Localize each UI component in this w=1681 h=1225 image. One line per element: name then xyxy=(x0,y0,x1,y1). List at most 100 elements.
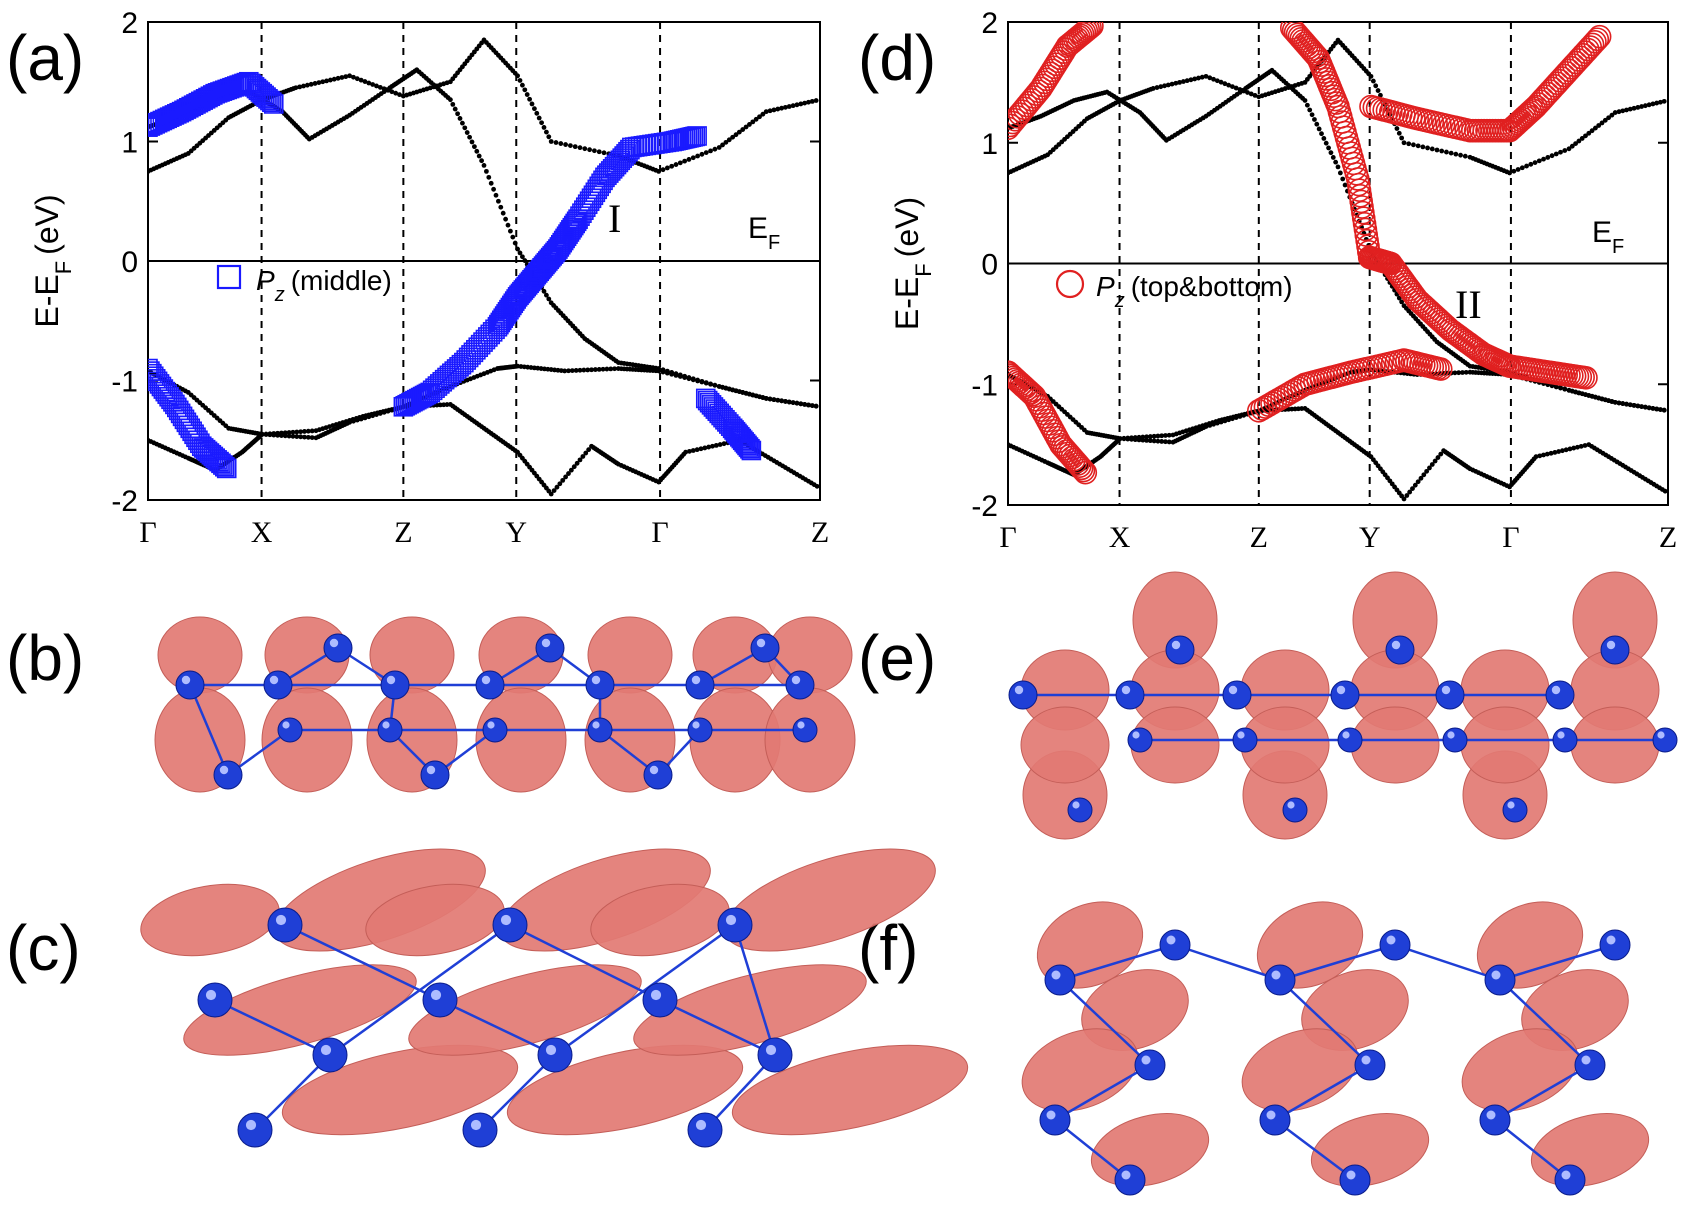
band-point xyxy=(1646,102,1652,108)
band-point xyxy=(505,222,511,228)
band-point xyxy=(1151,438,1157,444)
projection-marker xyxy=(1431,311,1455,336)
atom-sphere xyxy=(323,633,353,663)
band-point xyxy=(806,402,811,408)
bond-line xyxy=(659,998,776,1057)
projection-marker xyxy=(211,453,231,474)
atom-sphere xyxy=(197,982,233,1018)
panel-label-b: (b) xyxy=(6,622,84,694)
x-tick-label: X xyxy=(251,516,273,549)
atom-sphere xyxy=(482,717,508,743)
band-point xyxy=(520,254,525,260)
band-point xyxy=(362,415,368,421)
band-point xyxy=(1158,84,1164,90)
bond-line xyxy=(1394,943,1501,982)
projection-marker xyxy=(1587,24,1612,49)
band-point xyxy=(1214,78,1220,84)
atom-highlight xyxy=(691,675,701,685)
band-point xyxy=(580,454,586,459)
bond-line xyxy=(1054,1119,1131,1181)
legend-marker xyxy=(216,264,242,290)
band-point xyxy=(541,288,547,294)
band-point xyxy=(733,132,739,138)
band-point xyxy=(717,442,723,447)
atom-highlight xyxy=(756,638,766,648)
band-point xyxy=(767,396,773,402)
atom-highlight xyxy=(592,721,600,729)
y-axis-label: E-EF(eV) xyxy=(889,197,936,330)
projection-marker xyxy=(1078,22,1102,40)
bond-line xyxy=(254,1054,331,1131)
projection-marker xyxy=(256,87,276,107)
band-point xyxy=(1576,138,1582,144)
band-point xyxy=(783,399,788,404)
band-point xyxy=(1230,84,1235,90)
band-point xyxy=(1407,489,1413,495)
band-point xyxy=(522,258,528,263)
band-point xyxy=(491,186,496,192)
band-point xyxy=(708,148,713,154)
band-point xyxy=(683,449,688,455)
band-point xyxy=(1302,98,1308,103)
bond-line xyxy=(1274,1063,1371,1122)
band-point xyxy=(798,401,804,407)
orbital-lobe xyxy=(261,687,353,793)
projection-marker xyxy=(1302,42,1327,66)
band-point xyxy=(1230,416,1235,422)
band-point xyxy=(1424,468,1430,474)
band-point xyxy=(1596,123,1602,128)
band-point xyxy=(786,399,792,405)
band-point xyxy=(589,367,594,373)
band-point xyxy=(558,141,564,146)
atom-sphere xyxy=(1165,635,1195,665)
projection-marker xyxy=(738,437,759,457)
band-point xyxy=(798,101,804,107)
band-point xyxy=(723,139,729,145)
band-point xyxy=(347,73,352,79)
atom-sphere xyxy=(792,717,818,743)
y-tick-label: 1 xyxy=(121,127,138,160)
band-point xyxy=(354,417,360,423)
projection-marker xyxy=(1076,22,1100,41)
band-series xyxy=(1247,348,1453,423)
band-point xyxy=(544,292,549,298)
atom-sphere xyxy=(757,1037,793,1073)
band-point xyxy=(448,97,453,103)
band-point xyxy=(1337,170,1343,176)
atom-sphere xyxy=(1067,797,1093,823)
band-series xyxy=(393,126,707,417)
atom-sphere xyxy=(685,670,715,700)
band-point xyxy=(612,366,617,372)
band-point xyxy=(1620,108,1626,114)
band-point xyxy=(592,148,597,154)
band-point xyxy=(527,96,532,102)
band-point xyxy=(1602,117,1608,123)
band-point xyxy=(500,210,506,216)
orbital-lobe xyxy=(183,964,417,1056)
band-point xyxy=(374,412,379,417)
band-point xyxy=(457,116,463,121)
band-point xyxy=(331,76,337,82)
band-point xyxy=(1165,82,1171,88)
band-series xyxy=(148,37,819,174)
orbital-isosurface-b xyxy=(154,616,856,793)
band-point xyxy=(1399,135,1405,141)
band-point xyxy=(677,374,683,379)
band-point xyxy=(522,87,528,93)
projection-marker xyxy=(1516,101,1541,126)
band-point xyxy=(1177,79,1182,85)
fermi-label: EF xyxy=(748,212,780,254)
band-point xyxy=(1606,115,1611,121)
band-point xyxy=(1136,437,1142,443)
band-point xyxy=(608,366,614,372)
y-tick-label: 1 xyxy=(981,128,998,161)
orbital-isosurface-e xyxy=(1008,571,1678,840)
band-point xyxy=(1233,415,1239,420)
band-point xyxy=(1307,107,1313,113)
band-point xyxy=(1328,150,1334,156)
band-point xyxy=(1312,117,1317,122)
band-point xyxy=(297,84,303,90)
orbital-lobe xyxy=(365,883,505,957)
band-series xyxy=(695,388,762,461)
